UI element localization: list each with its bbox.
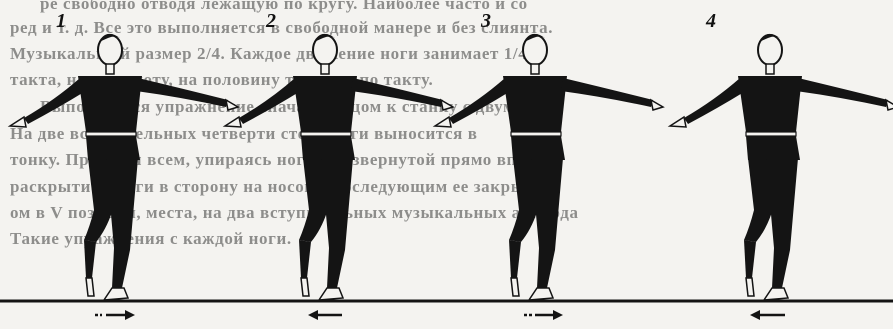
figure-number-3: 3	[481, 10, 491, 33]
arrow-right-icon	[524, 310, 563, 320]
arrow-left-icon	[750, 310, 785, 320]
dancer-figure-1	[10, 34, 238, 300]
dancer-figure-4	[670, 34, 893, 300]
figure-number-4: 4	[706, 10, 716, 33]
figure-number-2: 2	[266, 10, 276, 33]
dancer-figure-3	[435, 34, 663, 300]
figure-number-1: 1	[56, 10, 66, 33]
arrow-right-icon	[95, 310, 135, 320]
dancer-figure-2	[225, 34, 453, 300]
arrow-left-icon	[308, 310, 342, 320]
